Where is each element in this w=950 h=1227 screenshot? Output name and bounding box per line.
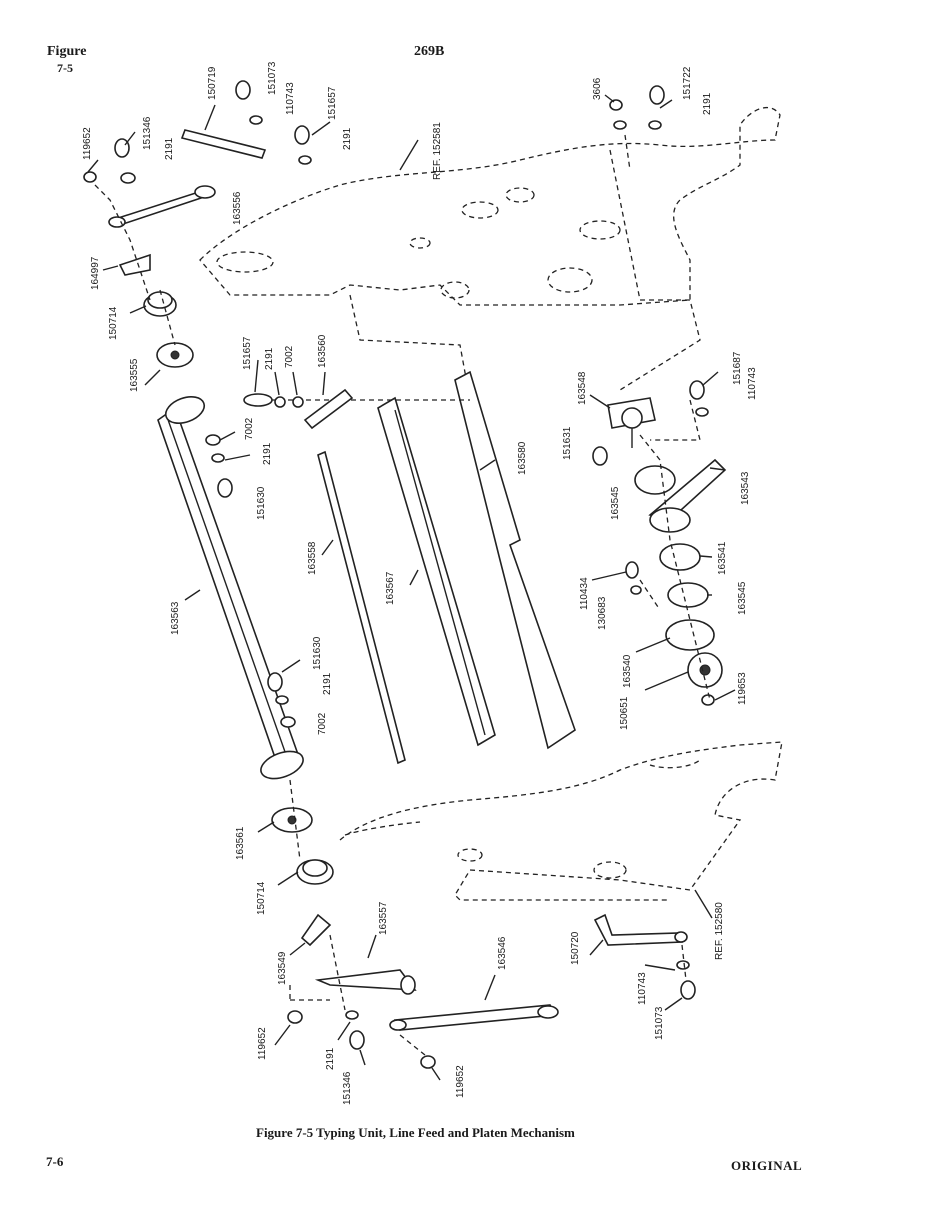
part-label: 110743 [285, 82, 296, 115]
line-feed-mechanism [592, 380, 727, 706]
leader-lines [87, 94, 736, 1081]
part-label: 151073 [267, 61, 278, 95]
part-label: 150719 [207, 66, 218, 100]
lower-right-hardware [593, 913, 696, 1000]
figure-label: Figure 7-5 [47, 44, 86, 76]
part-label: 151722 [682, 66, 693, 100]
upper-side-frame [199, 106, 781, 401]
part-label: 151630 [256, 486, 267, 520]
part-label: 2191 [322, 672, 333, 695]
part-label: 163549 [277, 951, 288, 985]
part-label: 130683 [597, 596, 608, 630]
part-label: 119652 [455, 1065, 466, 1098]
part-label: REF. 152580 [714, 902, 725, 960]
part-label: REF. 152581 [432, 122, 443, 180]
part-label: 7002 [244, 417, 255, 440]
platen-assembly [143, 289, 334, 885]
lower-left-hardware [287, 913, 559, 1069]
part-label: 7002 [317, 712, 328, 735]
part-label: 119652 [82, 127, 93, 160]
part-label: 164997 [90, 256, 101, 290]
part-label: 3606 [592, 77, 603, 100]
figure-caption: Figure 7-5 Typing Unit, Line Feed and Pl… [256, 1125, 575, 1140]
upper-left-hardware [83, 80, 312, 301]
part-label: 2191 [164, 137, 175, 160]
part-label: 151630 [312, 636, 323, 670]
part-label: 163545 [610, 486, 621, 520]
part-label: 110743 [747, 367, 758, 400]
part-label: 150714 [256, 881, 267, 915]
part-label: 2191 [342, 127, 353, 150]
part-label: 110743 [637, 972, 648, 1005]
part-label: 2191 [702, 92, 713, 115]
part-label: 163546 [497, 936, 508, 970]
part-label: 163548 [577, 371, 588, 405]
part-label: 163557 [378, 901, 389, 935]
part-label: 163561 [235, 826, 246, 860]
part-label: 163558 [307, 541, 318, 575]
figure-word: Figure [47, 44, 87, 59]
part-label: 163541 [717, 541, 728, 575]
part-label: 151073 [654, 1006, 665, 1040]
part-number-labels: 119652 151346 2191 150719 151073 110743 … [82, 61, 758, 1105]
part-label: 163556 [232, 191, 243, 225]
part-label: 151346 [342, 1071, 353, 1105]
part-label: 2191 [264, 347, 275, 370]
lower-side-frame [339, 741, 783, 901]
part-label: 163563 [170, 601, 181, 635]
part-label: 151631 [562, 426, 573, 460]
part-label: 163580 [517, 441, 528, 475]
part-label: 110434 [579, 577, 590, 610]
part-label: 163545 [737, 581, 748, 615]
part-label: 163543 [740, 471, 751, 505]
part-label: 150651 [619, 696, 630, 730]
page-number: 7-6 [46, 1154, 64, 1169]
part-label: 7002 [284, 345, 295, 368]
part-label: 163560 [317, 334, 328, 368]
center-hardware [205, 388, 354, 728]
part-label: 151657 [327, 86, 338, 120]
part-label: 119653 [737, 672, 748, 705]
part-label: 163540 [622, 654, 633, 688]
part-label: 163567 [385, 571, 396, 605]
upper-right-hardware [609, 85, 665, 171]
part-label: 151687 [732, 351, 743, 385]
part-label: 2191 [262, 442, 273, 465]
status-stamp: ORIGINAL [731, 1158, 803, 1173]
part-label: 150720 [570, 931, 581, 965]
part-label: 150714 [108, 306, 119, 340]
part-label: 119652 [257, 1027, 268, 1060]
model-number: 269B [414, 44, 445, 59]
figure-number: 7-5 [57, 61, 73, 75]
part-label: 151657 [242, 336, 253, 370]
part-label: 151346 [142, 116, 153, 150]
part-label: 163555 [129, 358, 140, 392]
part-label: 2191 [325, 1047, 336, 1070]
